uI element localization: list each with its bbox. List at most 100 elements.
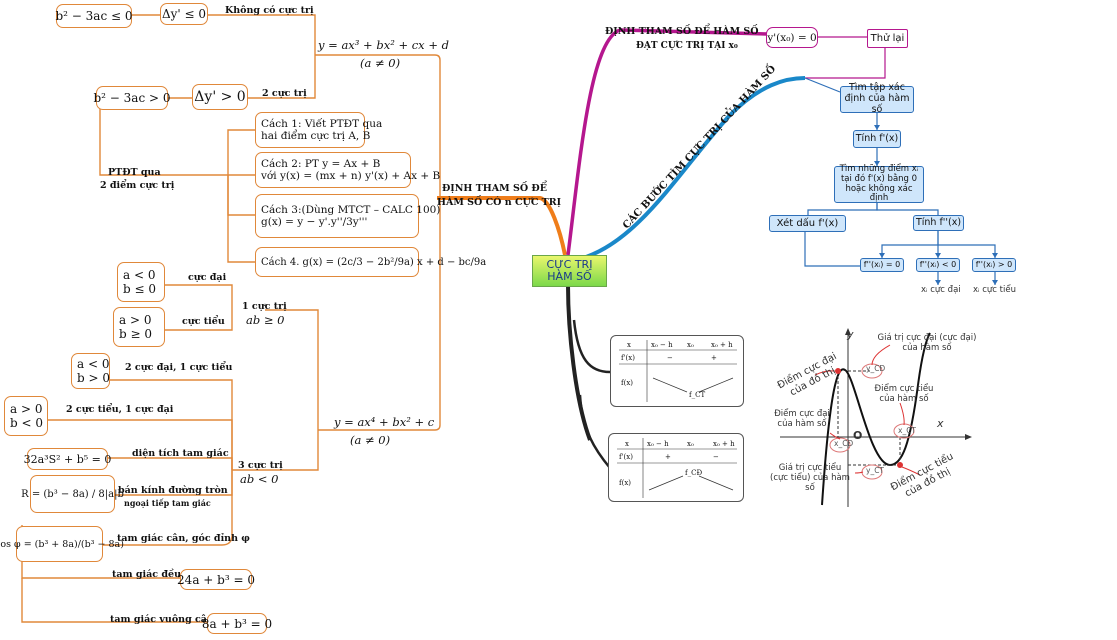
line-label-1: PTĐT qua — [108, 167, 161, 178]
graph-max-value: Giá trị cực đại (cực đại) của hàm số — [877, 333, 977, 353]
t2-h0: x — [625, 440, 629, 448]
right-isosceles-formula-box: 8a + b³ = 0 — [202, 613, 272, 634]
step2-box: Tính f'(x) — [853, 130, 901, 148]
one-extremum-cond: ab ≥ 0 — [246, 313, 285, 327]
graph-xct: x_CT — [898, 426, 917, 435]
cubic-no-extrema-box: b² − 3ac ≤ 0 — [56, 4, 133, 28]
t1-r1-sign2: + — [711, 354, 717, 362]
method-1-line2: hai điểm cực trị A, B — [261, 130, 371, 142]
graph-origin-label: O — [853, 429, 863, 442]
top-branch-title-1: ĐỊNH THAM SỐ ĐỂ HÀM SỐ — [605, 26, 759, 37]
left-branch-title-1: ĐỊNH THAM SỐ ĐỂ — [442, 183, 547, 194]
radius-formula-box: R = (b³ − 8a) / 8|a|b — [21, 475, 124, 513]
step4a-box: Xét dấu f'(x) — [769, 215, 846, 232]
item2-cond-2: b < 0 — [10, 416, 43, 430]
step4b-box: Tính f''(x) — [913, 215, 964, 231]
central-topic-line1: CỰC TRỊ — [546, 257, 593, 271]
graph-max-point-fn: Điểm cực đại của hàm số — [774, 409, 830, 429]
method-2-line2: với y(x) = (mx + n) y'(x) + Ax + B — [261, 170, 441, 182]
radius-label: bán kính đường tròn — [118, 485, 228, 496]
t2-r1-label: f'(x) — [619, 453, 633, 461]
one-extremum-label: 1 cực trị — [242, 301, 287, 312]
quartic-condition: (a ≠ 0) — [350, 433, 391, 447]
cubic-function: y = ax³ + bx² + cx + d — [318, 38, 449, 52]
t1-r2-label: f(x) — [621, 379, 634, 387]
t1-h3: x₀ + h — [711, 341, 733, 349]
step3-box: Tìm những điểm xᵢ tại đó f'(x) bằng 0 ho… — [834, 164, 924, 203]
item2-box: a > 0 b < 0 — [4, 396, 48, 436]
t1-h2: x₀ — [687, 341, 694, 349]
area-label: diện tích tam giác — [132, 448, 229, 459]
method-2-line1: Cách 2: PT y = Ax + B — [261, 158, 381, 170]
angle-label: tam giác cân, góc đỉnh φ — [117, 533, 250, 544]
item1-label: 2 cực đại, 1 cực tiểu — [125, 362, 233, 373]
sign-table-minimum-lines — [619, 340, 737, 402]
line-label-2: 2 điểm cực trị — [100, 180, 175, 191]
area-formula-box: 32a³S² + b⁵ = 0 — [24, 448, 111, 470]
graph-ycd: y_CĐ — [866, 364, 886, 373]
radius-label-2: ngoại tiếp tam giác — [124, 498, 211, 508]
item1-cond-2: b > 0 — [77, 371, 110, 385]
central-topic-line2: HÀM SỐ — [547, 270, 592, 283]
top-branch-title-2: ĐẠT CỰC TRỊ TẠI x₀ — [636, 41, 738, 51]
case-negative-box: f''(xᵢ) < 0 — [916, 258, 960, 272]
max-cond-1: a < 0 — [123, 268, 156, 282]
graph-x-axis-label: x — [937, 417, 944, 430]
angle-formula-box: cos φ = (b³ + 8a)/(b³ − 8a) — [0, 526, 124, 562]
t1-h1: x₀ − h — [651, 341, 673, 349]
min-cond-2: b ≥ 0 — [119, 327, 152, 341]
max-cond-2: b ≤ 0 — [123, 282, 156, 296]
result-min: xᵢ cực tiểu — [973, 285, 1016, 295]
case-positive-box: f''(xᵢ) > 0 — [972, 258, 1016, 272]
graph-y-axis-label: y — [847, 328, 854, 341]
graph-xcd: x_CĐ — [834, 439, 854, 448]
t2-h3: x₀ + h — [713, 440, 735, 448]
method-3-line2: g(x) = y − y'.y''/3y''' — [261, 216, 368, 228]
min-label: cực tiểu — [182, 316, 225, 327]
method-1-box: Cách 1: Viết PTĐT qua hai điểm cực trị A… — [255, 112, 382, 148]
derivative-zero-box: y'(x₀) = 0 — [766, 27, 818, 48]
two-extrema-label: 2 cực trị — [262, 88, 307, 99]
max-cond-box: a < 0 b ≤ 0 — [117, 262, 165, 302]
equilateral-formula-box: 24a + b³ = 0 — [177, 569, 255, 590]
method-3-box: Cách 3:(Dùng MTCT – CALC 100) g(x) = y −… — [255, 194, 440, 238]
sign-table-maximum: x x₀ − h x₀ x₀ + h f'(x) + − f(x) f_CĐ — [608, 433, 744, 502]
method-4-box: Cách 4. g(x) = (2c/3 − 2b²/9a) x + d − b… — [255, 247, 486, 277]
equilateral-label: tam giác đều — [112, 569, 181, 580]
t2-h1: x₀ − h — [647, 440, 669, 448]
sign-table-maximum-lines — [617, 438, 737, 498]
t2-r2-label: f(x) — [619, 479, 632, 487]
t1-h0: x — [627, 341, 631, 349]
min-cond-box: a > 0 b ≥ 0 — [113, 307, 165, 347]
t1-r1-label: f'(x) — [621, 354, 635, 362]
t2-h2: x₀ — [687, 440, 694, 448]
graph-yct: y_CT — [866, 466, 885, 475]
sign-table-minimum: x x₀ − h x₀ x₀ + h f'(x) − + f(x) f_CT — [610, 335, 744, 407]
step1-box: Tìm tập xác định của hàm số — [840, 82, 914, 115]
graph-min-value: Giá trị cực tiểu (cực tiểu) của hàm số — [770, 463, 850, 493]
t1-extreme: f_CT — [689, 391, 706, 399]
extremum-graph — [780, 328, 972, 507]
item1-cond-1: a < 0 — [77, 357, 110, 371]
check-box: Thử lại — [867, 29, 908, 48]
cubic-condition: (a ≠ 0) — [360, 56, 401, 70]
max-label: cực đại — [188, 272, 227, 283]
case-zero-box: f''(xᵢ) = 0 — [860, 258, 904, 272]
item2-label: 2 cực tiểu, 1 cực đại — [66, 404, 174, 415]
t2-r1-sign2: − — [713, 453, 719, 461]
graph-min-point-fn: Điểm cực tiểu của hàm số — [874, 384, 934, 404]
left-branch-title-2: HÀM SỐ CÓ n CỰC TRỊ — [437, 197, 562, 208]
three-extrema-cond: ab < 0 — [240, 472, 279, 486]
quartic-function: y = ax⁴ + bx² + c — [334, 415, 435, 429]
method-3-line1: Cách 3:(Dùng MTCT – CALC 100) — [261, 204, 441, 216]
central-topic: CỰC TRỊ HÀM SỐ — [532, 255, 607, 287]
result-max: xᵢ cực đại — [921, 285, 961, 295]
item1-box: a < 0 b > 0 — [71, 353, 110, 389]
t2-extreme: f_CĐ — [685, 469, 703, 477]
right-isosceles-label: tam giác vuông cân — [110, 614, 214, 625]
t1-r1-sign1: − — [667, 354, 673, 362]
method-1-line1: Cách 1: Viết PTĐT qua — [261, 118, 383, 130]
min-cond-1: a > 0 — [119, 313, 152, 327]
item2-cond-1: a > 0 — [10, 402, 43, 416]
